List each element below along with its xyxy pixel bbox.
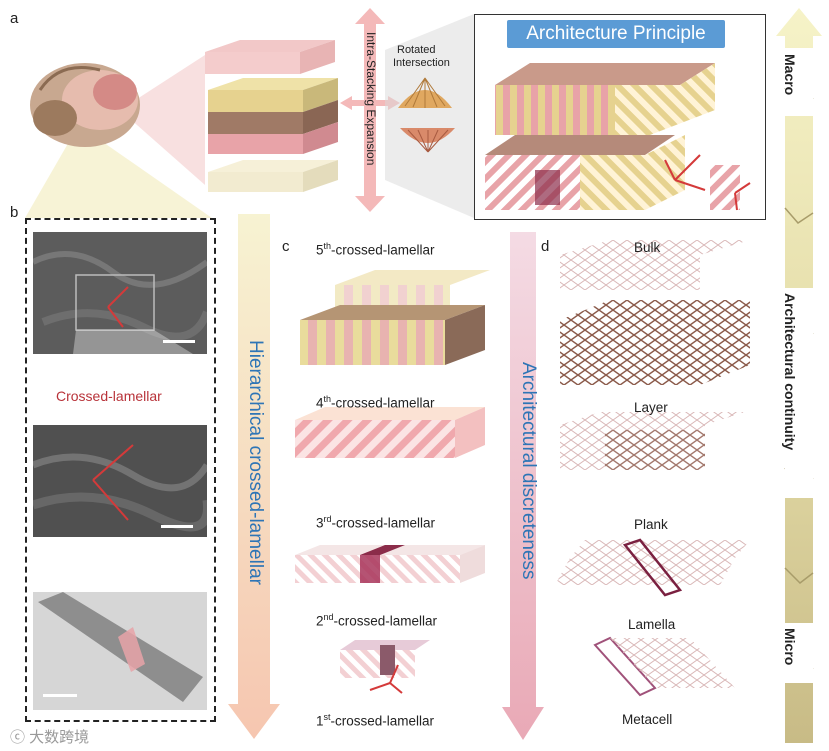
- scallop-shell-top: [398, 77, 452, 108]
- level-d-layer: Layer: [634, 400, 668, 415]
- panel-d-lattices: [555, 240, 750, 697]
- hierarchical-axis-label: Hierarchical crossed-lamellar: [245, 340, 266, 585]
- zoom-funnel-pink: [120, 55, 205, 185]
- rotated-label-2: Intersection: [393, 57, 450, 69]
- panel-a-graphics: [25, 8, 474, 218]
- panel-letter-c: c: [282, 238, 290, 255]
- block-4th: [295, 407, 485, 458]
- lattice-bulk: [560, 240, 750, 385]
- level-c-4: 4th-crossed-lamellar: [316, 394, 435, 411]
- panel-b-box: [25, 218, 216, 722]
- layer-stack: [205, 40, 338, 192]
- sem-top-overlay: [31, 232, 211, 354]
- architecture-principle-box: [474, 14, 766, 220]
- sem-middle-overlay: [31, 425, 213, 537]
- sem-image-top: [31, 232, 211, 354]
- axis-arrows: [664, 154, 751, 211]
- conch-shell-image: [30, 63, 140, 147]
- level-d-bulk: Bulk: [634, 240, 661, 255]
- lattice-lamella: [593, 636, 735, 697]
- discreteness-axis-label: Architectural discreteness: [518, 362, 539, 580]
- sem-image-middle: [31, 425, 213, 537]
- rotated-label-1: Rotated: [397, 44, 436, 56]
- tem-image-bottom: [33, 592, 207, 710]
- lattice-plank: [555, 538, 750, 597]
- block-5th: [300, 270, 490, 365]
- block-1st: [340, 640, 430, 694]
- intra-stacking-label: Intra-Stacking Expansion: [364, 32, 378, 166]
- watermark: ⓒ 大数跨境: [10, 729, 90, 746]
- scale-bar: [776, 8, 822, 743]
- panel-letter-d: d: [541, 238, 550, 255]
- tem-overlay: [33, 592, 207, 710]
- level-d-lamella: Lamella: [628, 617, 676, 632]
- level-c-1: 1st-crossed-lamellar: [316, 712, 435, 729]
- level-c-5: 5th-crossed-lamellar: [316, 241, 435, 258]
- zoom-funnel-yellow: [25, 140, 212, 218]
- panel-letter-a: a: [10, 10, 19, 27]
- discreteness-arrow: [502, 232, 544, 740]
- intra-stacking-arrows: [340, 8, 400, 212]
- hierarchical-arrow: [228, 214, 280, 739]
- level-d-plank: Plank: [634, 517, 668, 532]
- level-c-2: 2nd-crossed-lamellar: [316, 612, 438, 629]
- block-3rd: [295, 545, 485, 583]
- lattice-layer: [560, 412, 745, 470]
- scale-micro-label: Micro: [782, 628, 798, 666]
- scale-continuity-label: Architectural continuity: [782, 293, 798, 451]
- crossed-lamellar-label: Crossed-lamellar: [56, 388, 162, 404]
- architecture-principle-title: Architecture Principle: [507, 20, 725, 48]
- level-d-metacell: Metacell: [622, 712, 673, 727]
- panel-c-blocks: [295, 270, 490, 694]
- zoom-funnel-gray: [385, 14, 474, 218]
- scale-macro-label: Macro: [782, 54, 798, 96]
- scallop-shell-bottom: [400, 128, 455, 153]
- level-c-3: 3rd-crossed-lamellar: [316, 514, 436, 531]
- panel-letter-b: b: [10, 204, 19, 221]
- architecture-blocks: [485, 63, 751, 211]
